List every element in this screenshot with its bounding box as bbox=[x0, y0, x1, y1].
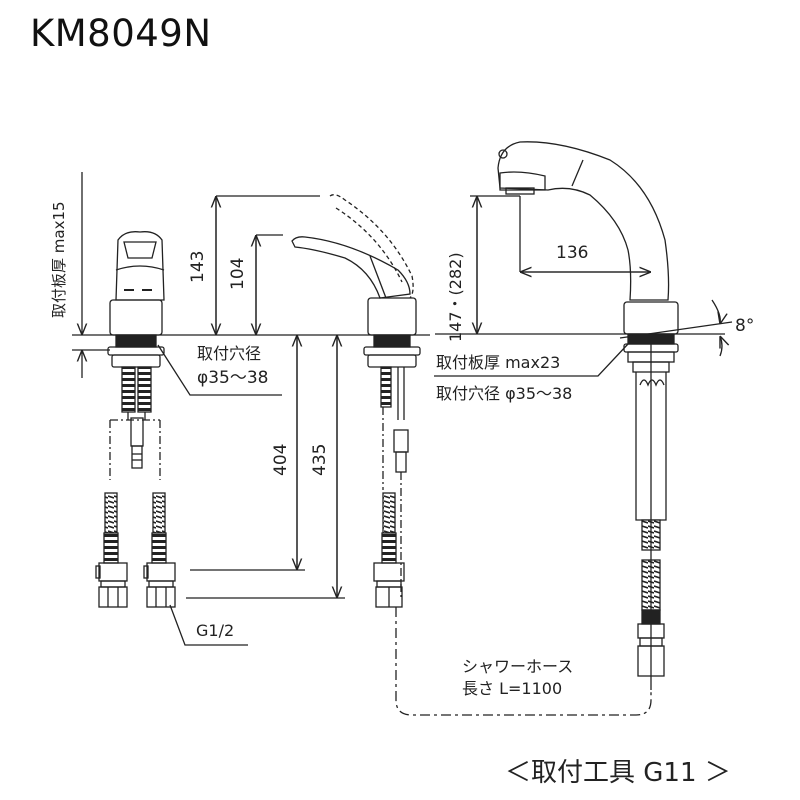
dim-143-label: 143 bbox=[188, 250, 208, 283]
angle-label: 8° bbox=[735, 316, 755, 336]
hose-label-line2: 長さ L=1100 bbox=[462, 679, 563, 698]
dim-height-side-label: 147・(282) bbox=[446, 252, 465, 342]
angle-indicator bbox=[619, 299, 733, 357]
thread-label: G1/2 bbox=[196, 621, 235, 640]
shower-faucet-body bbox=[497, 141, 679, 690]
hole-diameter-front-line2: φ35～38 bbox=[197, 368, 269, 388]
dim-147 bbox=[470, 195, 520, 334]
dim-404-label: 404 bbox=[271, 443, 291, 476]
leader-g12 bbox=[169, 604, 248, 646]
supply-hose-left bbox=[95, 492, 128, 608]
leader-hole-front bbox=[157, 344, 282, 396]
dim-136 bbox=[519, 196, 651, 272]
dim-104-label: 104 bbox=[228, 257, 248, 290]
faucet-side-lever bbox=[291, 194, 421, 608]
dim-435-label: 435 bbox=[310, 443, 330, 476]
dim-143 bbox=[216, 195, 320, 335]
plate-thickness-front-label: 取付板厚 max15 bbox=[50, 201, 68, 318]
hole-diameter-side-label: 取付穴径 φ35～38 bbox=[436, 384, 573, 403]
dim-104 bbox=[256, 234, 283, 335]
supply-hose-right bbox=[143, 492, 176, 608]
hole-diameter-front-line1: 取付穴径 bbox=[197, 344, 262, 363]
dim-435 bbox=[186, 335, 345, 599]
mounting-tool-label: ＜取付工具 G11 ＞ bbox=[505, 758, 731, 788]
dim-404 bbox=[190, 335, 305, 571]
shower-hose-route bbox=[395, 607, 652, 716]
dim-reach-label: 136 bbox=[556, 243, 589, 263]
plate-thickness-side-label: 取付板厚 max23 bbox=[436, 353, 561, 372]
faucet-front-body bbox=[107, 231, 165, 469]
leader-hole-side bbox=[434, 343, 629, 377]
model-number-title: KM8049N bbox=[30, 12, 212, 55]
hose-label-line1: シャワーホース bbox=[462, 657, 574, 676]
